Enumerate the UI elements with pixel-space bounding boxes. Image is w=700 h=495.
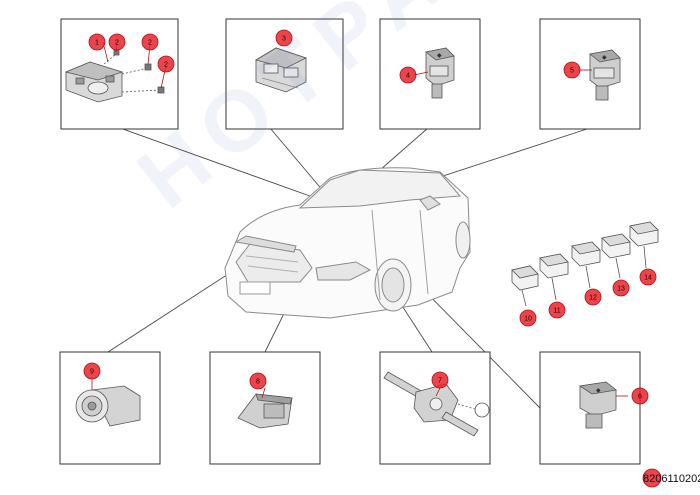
svg-text:◆: ◆ [596, 388, 601, 394]
blank-cap-10 [511, 265, 539, 307]
callout-label-12: 10 [524, 316, 532, 323]
part-4-switch-drawing: ◆ [425, 47, 455, 99]
callout-circle-15 [612, 279, 630, 297]
callout-circle-9 [431, 371, 449, 389]
svg-text:◆: ◆ [602, 55, 607, 61]
blank-cap-14 [629, 221, 659, 269]
callout-circle-16 [639, 268, 657, 286]
callout-circle-1 [88, 33, 106, 51]
callout-label-14: 12 [589, 295, 597, 302]
callout-label-11: 9 [90, 369, 94, 376]
blank-cap-11 [539, 253, 569, 301]
callout-label-1: 1 [95, 40, 99, 47]
callout-circle-10 [249, 372, 267, 390]
diagram-code-bubble [642, 468, 662, 488]
callout-circle-4 [157, 55, 175, 73]
part-3-switch-panel-drawing [254, 47, 308, 93]
callout-circle-6 [399, 66, 417, 84]
callout-circle-14 [584, 288, 602, 306]
callout-circle-13 [548, 301, 566, 319]
callout-label-16: 14 [644, 275, 652, 282]
callout-circle-2 [108, 33, 126, 51]
callout-label-9: 7 [438, 378, 442, 385]
car-illustration [224, 167, 471, 319]
svg-text:◆: ◆ [437, 53, 442, 59]
callout-label-7: 5 [570, 68, 574, 75]
part-7-combination-switch-drawing [383, 371, 490, 437]
blank-cap-12 [571, 241, 601, 289]
callout-label-6: 4 [406, 73, 410, 80]
callout-label-8: 6 [638, 394, 642, 401]
callout-label-13: 11 [553, 308, 560, 315]
callout-label-2: 2 [115, 40, 119, 47]
part-9-ignition-switch-drawing [75, 385, 141, 427]
callout-circle-12 [519, 309, 537, 327]
callout-label-15: 13 [617, 286, 625, 293]
diagram-code: 8206110202 [643, 473, 700, 485]
part-1-headlamp-switch-drawing [64, 49, 165, 103]
callout-label-10: 8 [256, 379, 260, 386]
callout-label-3: 2 [148, 40, 152, 47]
callout-label-4: 2 [164, 62, 168, 69]
part-6-switch-drawing: ◆ [578, 381, 617, 429]
callout-circle-8 [631, 387, 649, 405]
blank-caps [511, 221, 659, 307]
blank-cap-13 [601, 233, 631, 279]
callout-circle-3 [141, 33, 159, 51]
part-5-switch-drawing: ◆ [589, 49, 621, 101]
callout-label-5: 3 [282, 36, 286, 43]
leader-line-box1 [119, 127, 336, 206]
callout-circle-11 [83, 362, 101, 380]
callout-circle-7 [563, 61, 581, 79]
part-8-switch-drawing [237, 393, 293, 429]
callout-circle-5 [275, 29, 293, 47]
